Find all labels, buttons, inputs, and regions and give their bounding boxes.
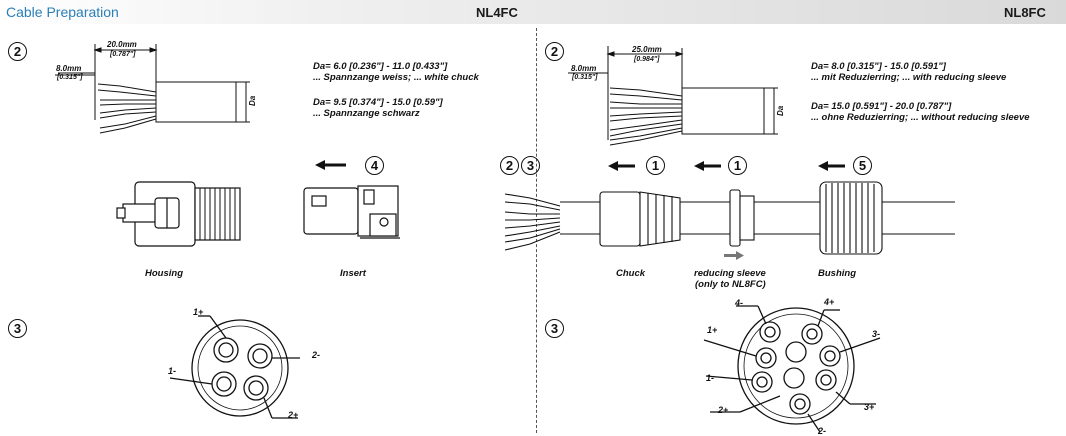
- nl4fc-spec2-line1: Da= 9.5 [0.374"] - 15.0 [0.59"]: [313, 97, 443, 108]
- nl4fc-pin-2minus: 2-: [312, 350, 321, 360]
- nl8fc-wiring-diagram: [703, 305, 881, 433]
- nl4fc-spec2-line2: ... Spannzange schwarz: [313, 108, 420, 119]
- nl4fc-step-strip-marker: 2: [8, 42, 27, 61]
- model-nl4fc-title: NL4FC: [476, 5, 518, 20]
- nl8fc-sleeve-arrow-icon: [694, 161, 721, 171]
- nl8fc-dim-strip-inch: [0.315"]: [572, 74, 598, 81]
- page-title: Cable Preparation: [6, 4, 119, 20]
- nl4fc-pin-1minus: 1-: [168, 366, 177, 376]
- nl8fc-dim-strip: 8.0mm: [571, 64, 597, 73]
- nl4fc-dim-total-inch: [0.787"]: [110, 51, 136, 58]
- nl8fc-cable-strip-drawing: [568, 46, 778, 146]
- nl8fc-pin-1plus: 1+: [707, 325, 718, 335]
- nl8fc-pin-3plus: 3+: [864, 402, 875, 412]
- nl4fc-step-wiring-marker: 3: [8, 319, 27, 338]
- nl8fc-bushing-arrow-icon: [818, 161, 845, 171]
- nl8fc-spec2-line2: ... ohne Reduzierring; ... without reduc…: [811, 112, 1030, 123]
- nl8fc-sleeve-label-line2: (only to NL8FC): [695, 279, 766, 290]
- nl8fc-dim-total-inch: [0.984"]: [634, 56, 660, 63]
- nl4fc-step-insert-marker: 4: [365, 156, 384, 175]
- nl4fc-housing-drawing: [116, 181, 241, 247]
- header-bar: [0, 0, 1066, 24]
- model-nl8fc-title: NL8FC: [1004, 5, 1046, 20]
- nl8fc-chuck-arrow-icon: [608, 161, 635, 171]
- nl8fc-step-sleeve-marker: 1: [728, 156, 747, 175]
- nl4fc-spec1-line2: ... Spannzange weiss; ... white chuck: [313, 72, 479, 83]
- nl4fc-insert-label: Insert: [340, 268, 366, 279]
- nl8fc-pin-4minus: 4-: [735, 298, 744, 308]
- nl4fc-pin-2plus: 2+: [288, 410, 299, 420]
- nl8fc-spec1-line2: ... mit Reduzierring; ... with reducing …: [811, 72, 1007, 83]
- nl8fc-step-chuck-marker: 1: [646, 156, 665, 175]
- nl4fc-cable-strip-drawing: [55, 44, 250, 134]
- nl8fc-step-bushing-marker: 5: [853, 156, 872, 175]
- nl8fc-sleeve-label-line1: reducing sleeve: [694, 268, 766, 279]
- nl4fc-wiring-diagram: [169, 315, 300, 419]
- nl8fc-bushing-label: Bushing: [818, 268, 856, 279]
- nl8fc-step-a-marker: 2: [500, 156, 519, 175]
- nl4fc-dim-total: 20.0mm: [107, 40, 137, 49]
- nl4fc-housing-label: Housing: [145, 268, 183, 279]
- nl8fc-pin-4plus: 4+: [824, 297, 835, 307]
- nl8fc-step-strip-marker: 2: [545, 42, 564, 61]
- nl4fc-insert-arrow-icon: [315, 160, 346, 170]
- nl8fc-chuck-label: Chuck: [616, 268, 646, 279]
- nl4fc-pin-1plus: 1+: [193, 307, 204, 317]
- nl8fc-spec1-line1: Da= 8.0 [0.315"] - 15.0 [0.591"]: [811, 61, 946, 72]
- nl8fc-pin-3minus: 3-: [872, 329, 881, 339]
- nl4fc-insert-drawing: [303, 185, 400, 239]
- nl8fc-spec2-line1: Da= 15.0 [0.591"] - 20.0 [0.787"]: [811, 101, 952, 112]
- nl8fc-step-b-marker: 3: [521, 156, 540, 175]
- nl8fc-pin-1minus: 1-: [706, 373, 715, 383]
- nl4fc-dim-strip: 8.0mm: [56, 64, 82, 73]
- nl4fc-dim-strip-inch: [0.315"]: [57, 74, 83, 81]
- nl8fc-assembly-drawing: [504, 181, 955, 260]
- nl8fc-pin-2minus: 2-: [818, 426, 827, 436]
- nl8fc-dim-total: 25.0mm: [632, 45, 662, 54]
- nl8fc-pin-2plus: 2+: [718, 405, 729, 415]
- nl8fc-step-wiring-marker: 3: [545, 319, 564, 338]
- nl4fc-spec1-line1: Da= 6.0 [0.236"] - 11.0 [0.433"]: [313, 61, 448, 72]
